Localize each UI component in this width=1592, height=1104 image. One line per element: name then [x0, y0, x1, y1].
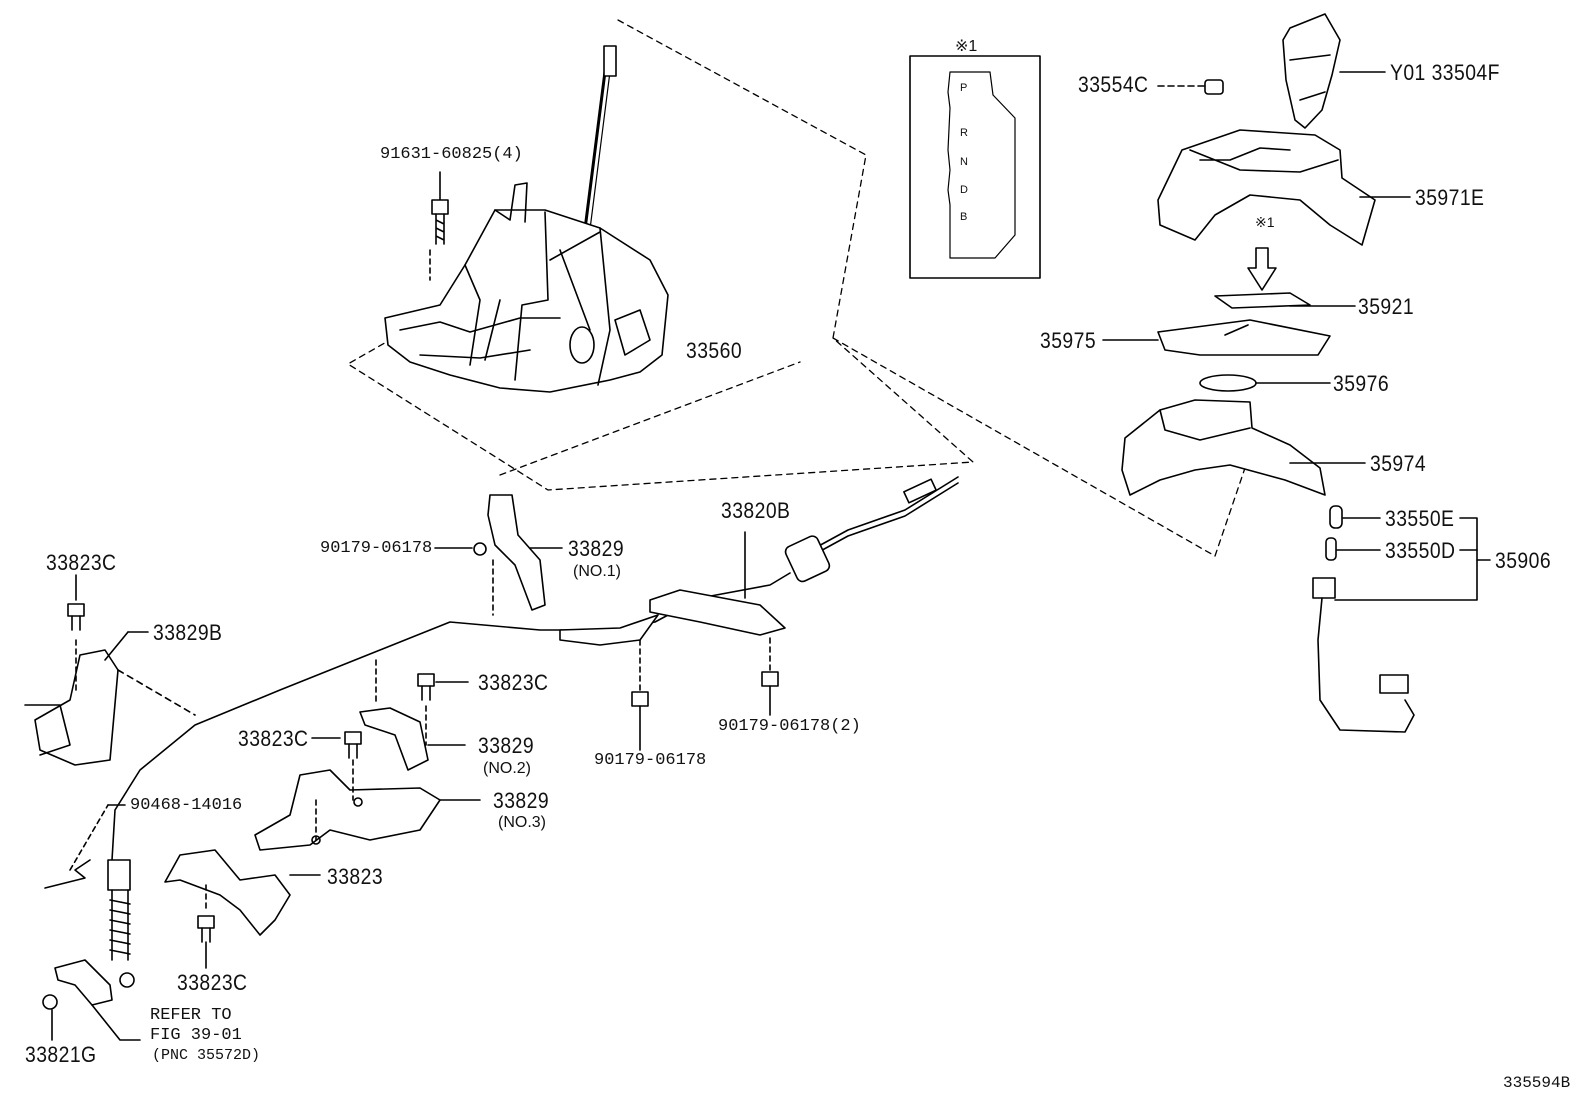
label-35921: 35921 — [1358, 294, 1415, 319]
shift-lever-assembly — [384, 45, 669, 393]
disc-35976 — [1199, 374, 1331, 392]
cover-35975 — [1102, 319, 1331, 356]
label-33829-no3: 33829 — [493, 788, 550, 813]
label-33820b: 33820B — [721, 498, 791, 523]
figure-id: 335594B — [1503, 1074, 1571, 1092]
label-91631: 91631-60825(4) — [380, 145, 523, 164]
bracket-33823 — [164, 849, 321, 969]
cap-33554c — [1157, 79, 1224, 95]
bracket-33821g — [42, 959, 141, 1041]
bolt-91631 — [429, 171, 449, 281]
gate-letter-r: R — [960, 127, 968, 139]
gate-letter-b: B — [960, 211, 968, 223]
label-33504f: Y01 33504F — [1390, 60, 1500, 85]
label-35976: 35976 — [1333, 371, 1390, 396]
bracket-33829b — [24, 574, 196, 766]
gate-letter-n: N — [960, 156, 968, 168]
shift-gate-plate — [909, 55, 1041, 279]
label-33829-no2-sub: (NO.2) — [483, 760, 531, 777]
plate-35921 — [1214, 292, 1356, 309]
label-33823c-center: 33823C — [238, 726, 309, 751]
label-33560: 33560 — [686, 338, 743, 363]
label-33554c: 33554C — [1078, 72, 1149, 97]
label-33829b: 33829B — [153, 620, 223, 645]
reference-line-1: REFER TO — [150, 1006, 232, 1025]
shift-knob — [1282, 13, 1386, 129]
label-35971e: 35971E — [1415, 185, 1485, 210]
assembly-dashed-outline — [347, 19, 1246, 557]
label-90179-lower: 90179-06178 — [594, 751, 707, 770]
label-90179-upper: 90179-06178 — [320, 539, 433, 558]
label-33823c-mid: 33823C — [478, 670, 549, 695]
bracket-33829-no3 — [254, 731, 481, 851]
gate-letter-d: D — [960, 184, 968, 196]
label-35975: 35975 — [1040, 328, 1097, 353]
label-33823c-left: 33823C — [46, 550, 117, 575]
shift-cable-33820b — [107, 476, 959, 988]
label-90468: 90468-14016 — [130, 796, 243, 815]
label-33550e: 33550E — [1385, 506, 1455, 531]
label-33829-no3-sub: (NO.3) — [498, 814, 546, 831]
label-35906: 35906 — [1495, 548, 1552, 573]
label-35974: 35974 — [1370, 451, 1427, 476]
housing-35974 — [1121, 399, 1366, 496]
label-33829-no2: 33829 — [478, 733, 535, 758]
gate-letter-p: P — [960, 82, 968, 94]
nut-90179-pair — [761, 637, 779, 716]
label-33829-no1: 33829 — [568, 536, 625, 561]
label-33823: 33823 — [327, 864, 384, 889]
label-33821g: 33821G — [25, 1042, 97, 1067]
clip-90468 — [44, 804, 126, 889]
bulb-socket-35906 — [1312, 505, 1491, 733]
label-33550d: 33550D — [1385, 538, 1456, 563]
indicator-housing-35971e — [1157, 129, 1411, 291]
reference-line-3: (PNC 35572D) — [152, 1047, 261, 1064]
label-33829-no1-sub: (NO.1) — [573, 563, 621, 580]
nut-90179-lower — [631, 639, 649, 751]
label-90179-pair: 90179-06178(2) — [718, 717, 861, 736]
bracket-33829-no1 — [434, 494, 563, 616]
note-mark-arrow: ※1 — [1255, 214, 1275, 230]
bracket-33829-no2 — [359, 659, 469, 771]
note-mark-top: ※1 — [955, 38, 978, 55]
reference-line-2: FIG 39-01 — [150, 1026, 242, 1045]
label-33823c-bottom: 33823C — [177, 970, 248, 995]
